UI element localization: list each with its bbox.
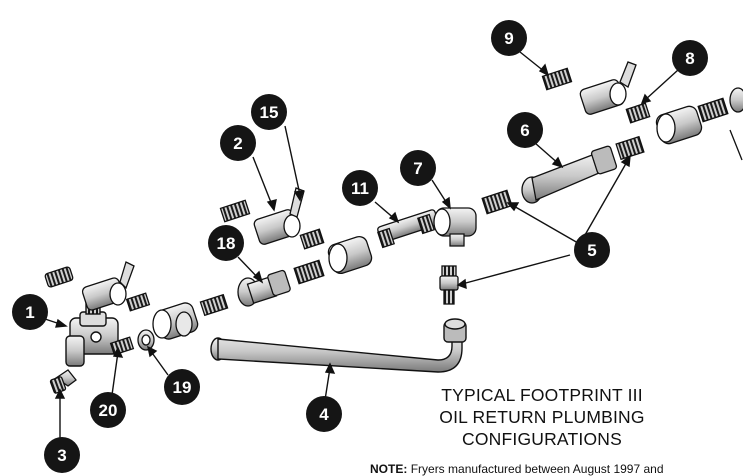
svg-text:2: 2 [233,134,242,153]
svg-text:4: 4 [319,405,329,424]
caption-line-3: CONFIGURATIONS [462,429,622,449]
elbow-fitting-part [49,369,77,394]
caption-line-1: TYPICAL FOOTPRINT III [441,385,643,405]
callout-20: 20 [90,392,126,428]
union-fitting-part [237,259,325,307]
svg-text:20: 20 [99,401,118,420]
note-body: Fryers manufactured between August 1997 … [410,462,664,476]
pipe-nipple-part [377,209,439,249]
svg-text:8: 8 [685,49,694,68]
callout-2: 2 [220,125,256,161]
tee-fitting-part [433,207,477,247]
svg-text:15: 15 [260,103,279,122]
svg-text:11: 11 [351,179,369,198]
callout-15: 15 [251,94,287,130]
caption-line-2: OIL RETURN PLUMBING [439,407,645,427]
callout-4: 4 [306,396,342,432]
solenoid-valve-part [65,302,119,367]
svg-text:1: 1 [25,303,34,322]
svg-text:3: 3 [57,446,66,465]
callout-1: 1 [12,294,48,330]
callout-18: 18 [208,225,244,261]
svg-text:9: 9 [504,29,513,48]
callout-7: 7 [400,150,436,186]
nipple-fittings-part [439,135,645,305]
callout-11: 11 [342,170,378,206]
leader-lines [41,51,679,440]
long-pipe-part [521,145,618,204]
callout-markers: 1 2 3 4 5 6 7 8 9 11 15 18 19 20 [12,20,708,473]
callout-9: 9 [491,20,527,56]
left-valve-assembly [44,261,229,356]
note-text: NOTE: Fryers manufactured between August… [370,462,664,476]
drain-pipe-part [210,318,467,373]
callout-6: 6 [507,112,543,148]
right-valve-assembly [541,61,743,161]
svg-text:6: 6 [520,121,529,140]
diagram-caption: TYPICAL FOOTPRINT III OIL RETURN PLUMBIN… [410,384,674,450]
callout-3: 3 [44,437,80,473]
callout-19: 19 [164,369,200,405]
svg-text:7: 7 [413,159,422,178]
middle-valve-assembly [219,187,373,275]
svg-text:18: 18 [217,234,236,253]
callout-5: 5 [574,232,610,268]
svg-text:19: 19 [173,378,192,397]
svg-text:5: 5 [587,241,596,260]
note-label: NOTE: [370,462,408,476]
callout-8: 8 [672,40,708,76]
